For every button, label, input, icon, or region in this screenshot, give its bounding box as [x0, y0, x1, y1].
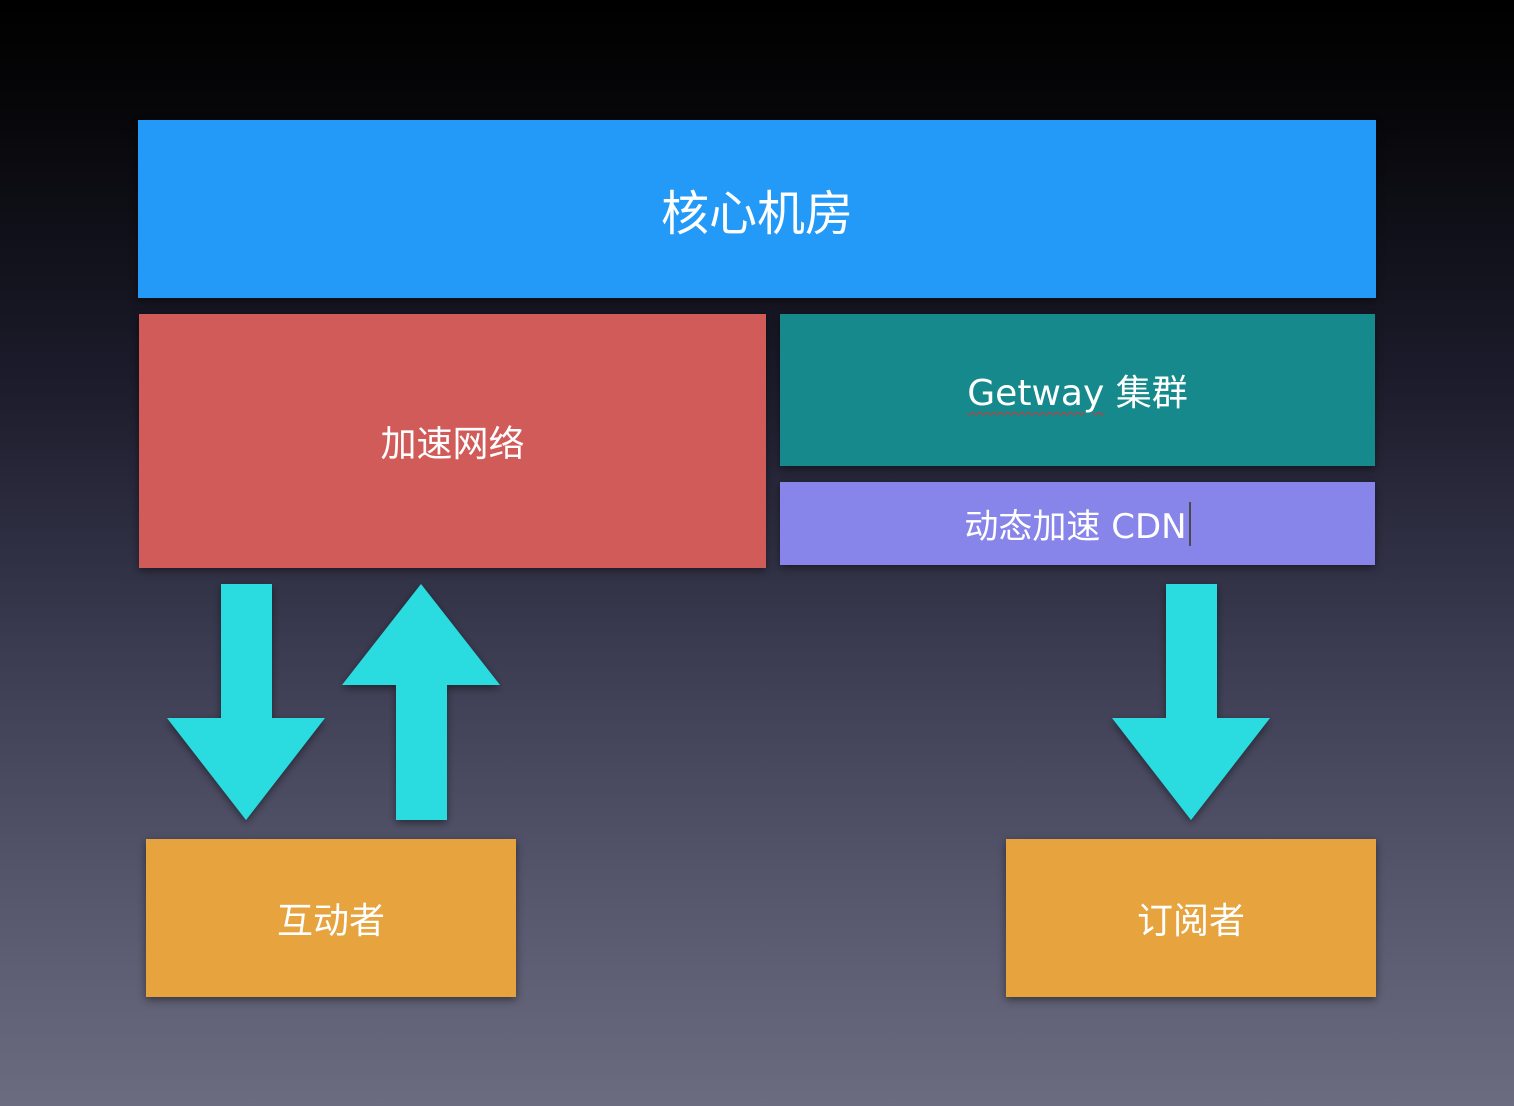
gateway-cluster-label: Getway 集群 [967, 364, 1187, 416]
interactor-box: 互动者 [146, 839, 516, 997]
acceleration-network-label: 加速网络 [380, 424, 525, 465]
arrow-interactor-to-accel [342, 584, 500, 820]
dynamic-cdn-label: 动态加速 CDN [964, 507, 1187, 547]
arrow-accel-to-interactor [167, 584, 325, 820]
gateway-cluster-suffix: 集群 [1104, 373, 1188, 414]
arrow-cdn-to-subscriber [1112, 584, 1270, 820]
dynamic-cdn-box[interactable]: 动态加速 CDN [780, 482, 1375, 565]
interactor-label: 互动者 [276, 901, 385, 942]
core-datacenter-box: 核心机房 [138, 120, 1376, 298]
subscriber-box: 订阅者 [1006, 839, 1376, 997]
gateway-misspelled-word: Getway [967, 373, 1105, 414]
core-datacenter-label: 核心机房 [660, 186, 853, 242]
text-cursor [1188, 501, 1191, 546]
acceleration-network-box: 加速网络 [139, 314, 766, 568]
subscriber-label: 订阅者 [1136, 901, 1245, 942]
gateway-cluster-box: Getway 集群 [780, 314, 1375, 466]
